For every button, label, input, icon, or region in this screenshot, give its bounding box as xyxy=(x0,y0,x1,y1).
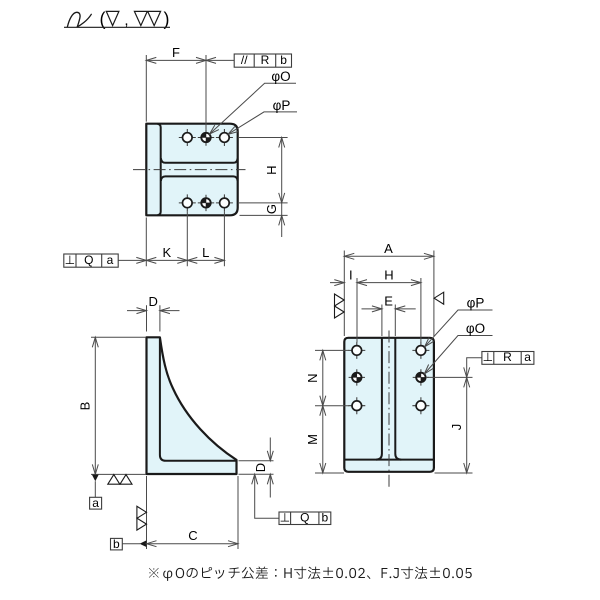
hole-label-phi-o-front: φO xyxy=(466,321,485,336)
perpendicularity-datum-a-top: a xyxy=(107,253,114,267)
frame-perpendicularity-top: ⊥ Q a xyxy=(63,253,119,268)
front-view-plate xyxy=(343,336,435,473)
hole-label-phi-p-top: φP xyxy=(273,98,291,113)
left-face-finish-marks-side xyxy=(136,505,148,531)
top-view: F // R b φO φP H G K L ⊥ Q a xyxy=(63,45,297,268)
dim-label-C: C xyxy=(188,528,197,543)
surface-note-paren-open: ( xyxy=(100,9,106,29)
side-view: D B a b C D ⊥ Q b xyxy=(78,294,332,551)
dim-label-D-leg: D xyxy=(149,294,158,309)
parallelism-symbol: // xyxy=(241,53,248,67)
dim-label-N: N xyxy=(305,374,320,383)
perpendicularity-datum-a-front: a xyxy=(524,350,531,364)
dim-label-H-front: H xyxy=(384,267,393,282)
datum-b-label: b xyxy=(113,537,120,551)
surface-finish-note: ( , ) xyxy=(64,9,170,29)
parallelism-datum-b: b xyxy=(280,53,287,67)
perpendicularity-tolerance-Q-side: Q xyxy=(300,510,309,524)
dim-label-D-base: D xyxy=(253,463,268,472)
as-cast-wave-icon xyxy=(66,11,92,28)
footnote xyxy=(148,566,472,581)
datum-a-triangle-icon xyxy=(91,474,99,482)
left-face-finish-marks-front xyxy=(333,293,345,319)
datum-a-label: a xyxy=(92,496,99,510)
right-face-finish-mark-front xyxy=(433,291,445,305)
bottom-finish-marks xyxy=(107,474,133,485)
perpendicularity-symbol-top: ⊥ xyxy=(65,253,75,267)
dim-label-A: A xyxy=(384,241,393,256)
perpendicularity-tolerance-R-front: R xyxy=(503,350,512,364)
datum-b-triangle-icon xyxy=(139,540,147,547)
surface-note-comma: , xyxy=(124,12,128,29)
finish-triangle-icon xyxy=(105,10,162,28)
top-view-plate xyxy=(145,122,239,217)
dim-label-K: K xyxy=(162,245,171,260)
frame-perpendicularity-side: ⊥ Q b xyxy=(278,510,332,526)
dim-label-F: F xyxy=(172,45,180,60)
perpendicularity-symbol-front: ⊥ xyxy=(483,350,493,364)
dim-label-L: L xyxy=(202,245,209,260)
perpendicularity-datum-b-side: b xyxy=(322,510,329,524)
dim-label-J: J xyxy=(449,424,464,431)
hole-label-phi-p-front: φP xyxy=(467,296,485,311)
dim-label-G: G xyxy=(264,204,279,214)
hole-label-phi-o-top: φO xyxy=(271,69,290,84)
side-view-outline xyxy=(145,336,238,476)
dim-label-H-top: H xyxy=(264,166,279,175)
dim-label-I: I xyxy=(349,267,353,282)
perpendicularity-tolerance-Q-top: Q xyxy=(84,253,93,267)
frame-parallelism: // R b xyxy=(233,53,293,68)
dim-label-E: E xyxy=(384,293,393,308)
dim-label-B: B xyxy=(78,402,93,411)
surface-note-paren-close: ) xyxy=(164,9,170,29)
footnote-glyphs xyxy=(148,566,472,581)
perpendicularity-symbol-side: ⊥ xyxy=(280,510,290,524)
datum-a: a xyxy=(89,474,103,510)
dim-label-M: M xyxy=(305,434,320,445)
parallelism-tolerance-R: R xyxy=(261,53,270,67)
frame-perpendicularity-front: ⊥ R a xyxy=(481,350,535,365)
front-view: A I H E N M J ⊥ R a φP φO xyxy=(305,241,535,487)
datum-b: b xyxy=(109,537,147,551)
